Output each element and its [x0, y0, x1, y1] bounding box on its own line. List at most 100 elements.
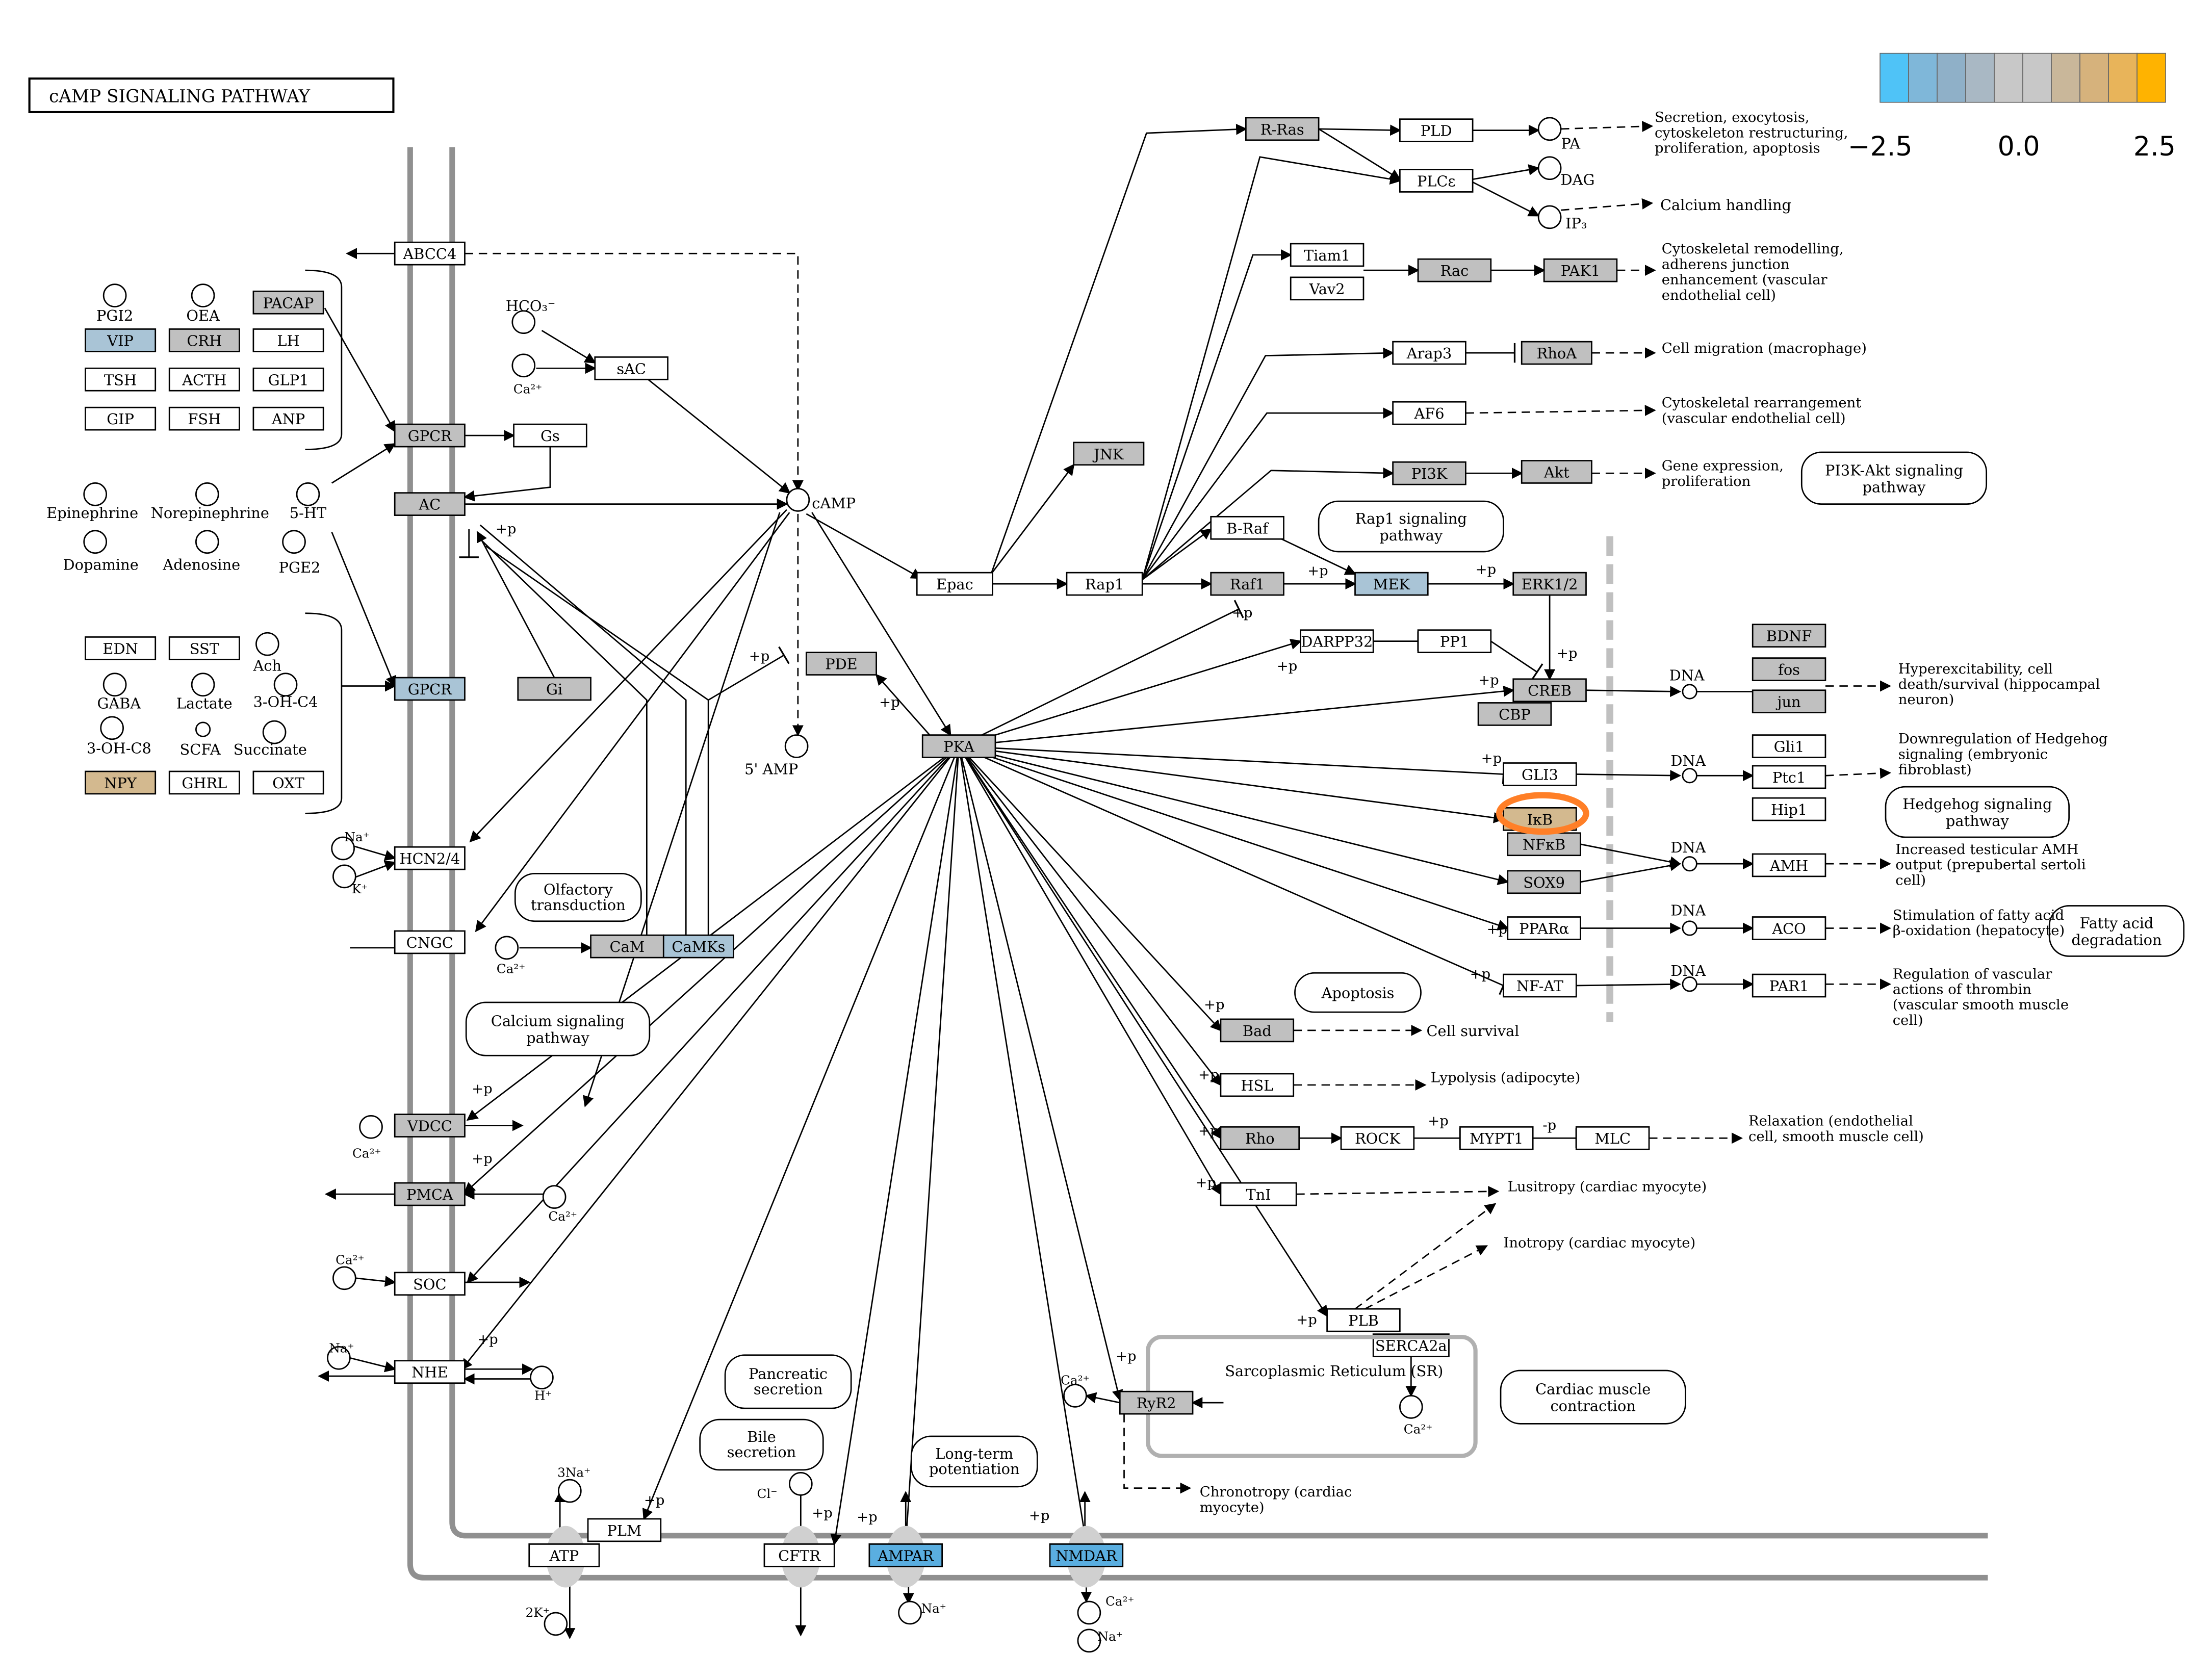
node-cngc[interactable]: CNGC	[394, 930, 466, 954]
node-crh[interactable]: CRH	[168, 328, 240, 352]
node-cam[interactable]: CaM	[590, 934, 664, 959]
node-ryr2[interactable]: RyR2	[1119, 1390, 1194, 1415]
node-mek[interactable]: MEK	[1354, 572, 1429, 596]
node-darpp32[interactable]: DARPP32	[1300, 629, 1374, 653]
node-bdnf[interactable]: BDNF	[1752, 624, 1826, 648]
node-pacap[interactable]: PACAP	[252, 290, 324, 315]
node-abcc4[interactable]: ABCC4	[394, 241, 466, 266]
node-mypt1[interactable]: MYPT1	[1459, 1126, 1534, 1150]
node-oxt[interactable]: OXT	[252, 770, 324, 795]
node-cbp[interactable]: CBP	[1477, 702, 1552, 726]
node-mlc[interactable]: MLC	[1575, 1126, 1650, 1150]
node-raf1[interactable]: Raf1	[1210, 572, 1284, 596]
node-nmdar[interactable]: NMDAR	[1049, 1543, 1124, 1567]
node-plce[interactable]: PLCε	[1399, 169, 1474, 193]
node-erk[interactable]: ERK1/2	[1512, 572, 1587, 596]
node-sac[interactable]: sAC	[594, 356, 668, 380]
node-tsh[interactable]: TSH	[85, 367, 157, 392]
node-hsl[interactable]: HSL	[1220, 1073, 1295, 1097]
node-pka[interactable]: PKA	[921, 734, 996, 758]
node-label: PAR1	[1769, 977, 1809, 995]
node-ghrl[interactable]: GHRL	[168, 770, 240, 795]
node-pp1[interactable]: PP1	[1417, 629, 1492, 653]
node-gpcr2[interactable]: GPCR	[394, 677, 466, 701]
node-fsh[interactable]: FSH	[168, 406, 240, 431]
node-rap1[interactable]: Rap1	[1066, 572, 1143, 596]
node-gli1[interactable]: Gli1	[1752, 734, 1826, 758]
node-tiam1[interactable]: Tiam1	[1290, 243, 1365, 267]
node-pmca[interactable]: PMCA	[394, 1182, 466, 1206]
node-rock[interactable]: ROCK	[1340, 1126, 1415, 1150]
node-label: SOX9	[1523, 874, 1565, 891]
node-gpcr1[interactable]: GPCR	[394, 423, 466, 448]
node-ac[interactable]: AC	[394, 492, 466, 516]
node-edn[interactable]: EDN	[85, 636, 157, 660]
node-nfat[interactable]: NF-AT	[1503, 973, 1577, 998]
node-glp1[interactable]: GLP1	[252, 367, 324, 392]
node-rras[interactable]: R-Ras	[1245, 117, 1320, 141]
node-ptc1[interactable]: Ptc1	[1752, 765, 1826, 789]
node-arap3[interactable]: Arap3	[1392, 341, 1466, 365]
pathway-link-apoptosis[interactable]: Apoptosis	[1294, 972, 1422, 1013]
node-sox9[interactable]: SOX9	[1507, 870, 1581, 894]
node-gli3[interactable]: GLI3	[1503, 762, 1577, 786]
node-ppara[interactable]: PPARα	[1507, 916, 1581, 940]
node-par1[interactable]: PAR1	[1752, 973, 1826, 998]
node-jun[interactable]: jun	[1752, 689, 1826, 714]
node-akt[interactable]: Akt	[1521, 460, 1592, 484]
node-soc[interactable]: SOC	[394, 1272, 466, 1296]
node-camks[interactable]: CaMKs	[662, 934, 734, 959]
node-cftr[interactable]: CFTR	[763, 1543, 835, 1567]
node-gs[interactable]: Gs	[513, 423, 587, 448]
node-nhe[interactable]: NHE	[394, 1360, 466, 1384]
node-rac[interactable]: Rac	[1417, 258, 1492, 282]
node-rhoa[interactable]: RhoA	[1521, 341, 1592, 365]
node-pde[interactable]: PDE	[805, 652, 877, 676]
label: Ca²⁺	[336, 1252, 365, 1267]
node-anp[interactable]: ANP	[252, 406, 324, 431]
node-hip1[interactable]: Hip1	[1752, 797, 1826, 821]
node-lh[interactable]: LH	[252, 328, 324, 352]
node-npy[interactable]: NPY	[85, 770, 157, 795]
node-ampar[interactable]: AMPAR	[868, 1543, 943, 1567]
node-pld[interactable]: PLD	[1399, 118, 1474, 142]
node-fos[interactable]: fos	[1752, 657, 1826, 681]
node-tni[interactable]: TnI	[1220, 1182, 1297, 1206]
node-label: NPY	[104, 774, 137, 792]
node-creb[interactable]: CREB	[1512, 678, 1587, 703]
node-acth[interactable]: ACTH	[168, 367, 240, 392]
node-plb[interactable]: PLB	[1326, 1308, 1401, 1332]
node-hcn[interactable]: HCN2/4	[394, 846, 466, 870]
compound-circle	[1537, 156, 1562, 180]
node-bad[interactable]: Bad	[1220, 1018, 1295, 1043]
node-amh[interactable]: AMH	[1752, 853, 1826, 877]
node-vav2[interactable]: Vav2	[1290, 276, 1365, 301]
node-gi[interactable]: Gi	[517, 677, 591, 701]
node-vdcc[interactable]: VDCC	[394, 1114, 466, 1138]
node-pak1[interactable]: PAK1	[1543, 258, 1618, 282]
node-atp[interactable]: ATP	[528, 1543, 600, 1567]
node-vip[interactable]: VIP	[85, 328, 157, 352]
node-pi3k[interactable]: PI3K	[1392, 461, 1466, 485]
node-jnk[interactable]: JNK	[1073, 442, 1145, 466]
node-nfkb[interactable]: NFκB	[1507, 832, 1581, 857]
node-epac[interactable]: Epac	[916, 572, 993, 596]
node-sst[interactable]: SST	[168, 636, 240, 660]
node-plm[interactable]: PLM	[587, 1518, 662, 1542]
node-braf[interactable]: B-Raf	[1210, 515, 1284, 540]
node-af6[interactable]: AF6	[1392, 401, 1466, 425]
node-aco[interactable]: ACO	[1752, 916, 1826, 940]
node-rho[interactable]: Rho	[1220, 1126, 1300, 1150]
node-gip[interactable]: GIP	[85, 406, 157, 431]
